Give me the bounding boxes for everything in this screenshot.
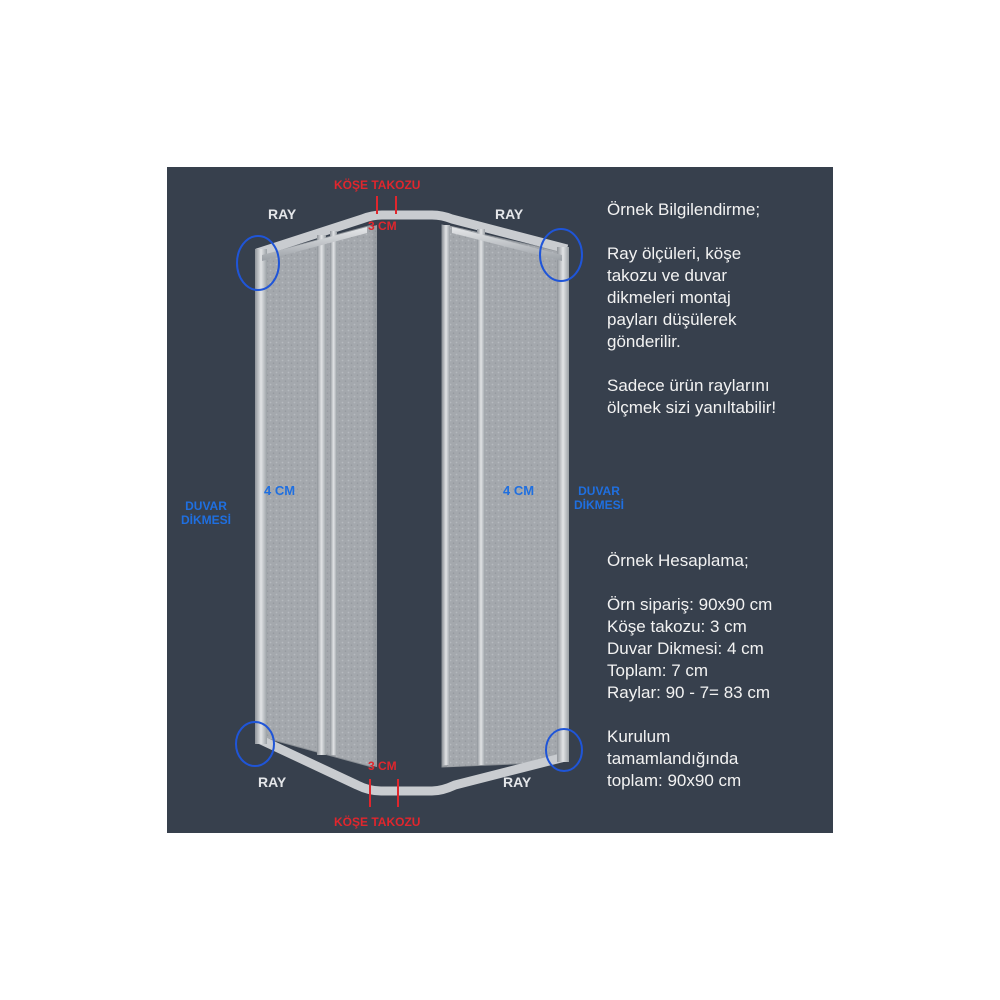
diagram-panel: KÖŞE TAKOZU 3 CM RAY RAY 4 CM 4 CM DUVAR… (167, 167, 833, 833)
spacer (607, 221, 776, 243)
calc-line: Köşe takozu: 3 cm (607, 617, 747, 636)
corner-block-label-top: KÖŞE TAKOZU (334, 178, 421, 192)
rail-marker-bottom-left (235, 721, 275, 767)
bottom-rail (257, 734, 567, 796)
info-line: takozu ve duvar (607, 266, 728, 285)
corner-3cm-label-bottom: 3 CM (368, 759, 397, 773)
result-line: toplam: 90x90 cm (607, 771, 742, 790)
wall-post-label-right-line1: DUVAR (578, 484, 620, 498)
rail-label-bottom-right: RAY (503, 774, 532, 790)
spacer (607, 572, 772, 594)
wall-post-label-left-line1: DUVAR (185, 499, 227, 513)
info-line: gönderilir. (607, 332, 681, 351)
info-heading: Örnek Bilgilendirme; (607, 200, 761, 219)
wall-post-label-right: DUVAR DİKMESİ (574, 484, 624, 512)
calc-line: Örn sipariş: 90x90 cm (607, 595, 773, 614)
right-top-strip (452, 227, 562, 261)
wall-post-label-left-line2: DİKMESİ (181, 513, 232, 527)
result-line: Kurulum (607, 727, 671, 746)
info-line: dikmeleri montaj (607, 288, 731, 307)
right-door-glass (447, 225, 482, 767)
top-rail (255, 210, 569, 258)
info-text-column: Örnek Bilgilendirme; Ray ölçüleri, köşe … (607, 199, 776, 419)
corner-block-label-bottom: KÖŞE TAKOZU (334, 815, 421, 829)
result-line: tamamlandığında (607, 749, 739, 768)
spacer (607, 704, 772, 726)
corner-3cm-label-top: 3 CM (368, 219, 397, 233)
wall-post-4cm-label-right: 4 CM (503, 483, 535, 498)
info-line: Ray ölçüleri, köşe (607, 244, 742, 263)
rail-label-top-left: RAY (268, 206, 297, 222)
shower-cabin-diagram (235, 196, 583, 807)
left-door-handle-profile (330, 231, 337, 755)
rail-marker-top-right (539, 228, 583, 282)
rail-marker-bottom-right (545, 728, 583, 772)
rail-label-top-right: RAY (495, 206, 524, 222)
wall-post-label-right-line2: DİKMESİ (574, 498, 625, 512)
rail-label-bottom-left: RAY (258, 774, 287, 790)
warning-line: Sadece ürün raylarını (607, 376, 770, 395)
calc-line: Duvar Dikmesi: 4 cm (607, 639, 764, 658)
calc-line: Raylar: 90 - 7= 83 cm (607, 683, 770, 702)
info-line: payları düşülerek (607, 310, 737, 329)
right-wall-post (557, 247, 569, 762)
calc-line: Toplam: 7 cm (607, 661, 709, 680)
right-door-handle-profile (477, 229, 485, 765)
wall-post-4cm-label-left: 4 CM (264, 483, 296, 498)
right-door-profile (442, 225, 450, 765)
wall-post-label-left: DUVAR DİKMESİ (181, 499, 231, 527)
spacer (607, 353, 776, 375)
calculation-column: Örnek Hesaplama; Örn sipariş: 90x90 cm K… (607, 550, 772, 792)
left-top-strip (262, 227, 367, 261)
calc-heading: Örnek Hesaplama; (607, 551, 749, 570)
warning-line: ölçmek sizi yanıltabilir! (607, 398, 777, 417)
rail-marker-top-left (236, 235, 280, 291)
left-door-profile (317, 235, 326, 755)
left-wall-post (255, 249, 267, 744)
